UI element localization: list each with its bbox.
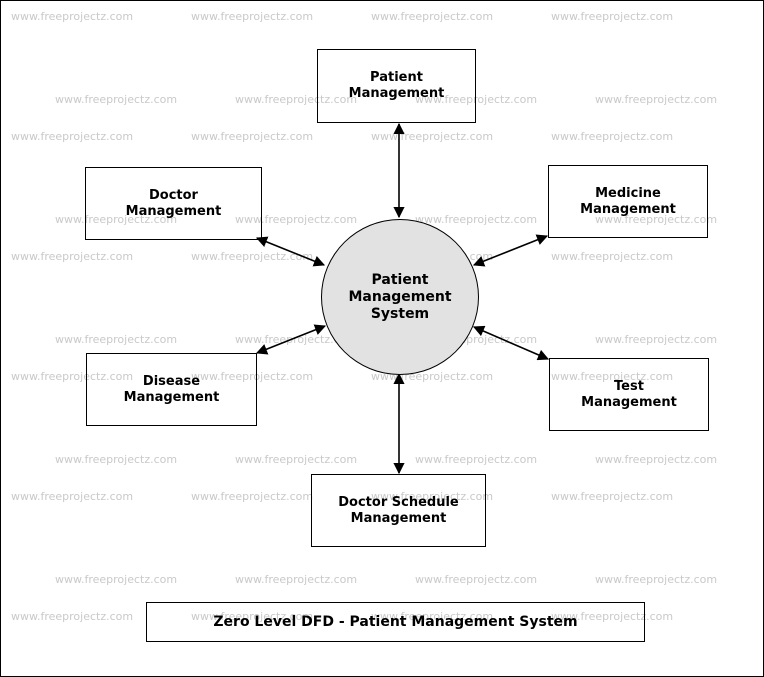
entity-doctor-management: Doctor Management [85,167,262,240]
process-label-line: System [370,305,430,322]
entity-medicine-management: Medicine Management [548,165,708,238]
entity-label-line: Test [614,378,644,394]
flow-test [472,325,550,361]
entity-patient-management: Patient Management [317,49,476,123]
entity-label-line: Doctor Schedule [338,494,459,510]
caption-text: Zero Level DFD - Patient Management Syst… [213,614,578,630]
entity-label-line: Medicine [595,185,661,201]
flow-medicine [472,234,549,267]
entity-label-line: Disease [142,373,201,389]
entity-label-line: Management [350,510,447,526]
flow-doctor [255,236,326,267]
process-patient-management-system: Patient Management System [321,219,479,375]
entity-label-line: Management [580,201,676,217]
entity-label-line: Management [348,86,445,101]
flow-disease [255,324,327,355]
entity-label-line: Management [581,394,677,410]
process-label-line: Patient [371,271,429,288]
entity-doctor-schedule-management: Doctor Schedule Management [311,474,486,547]
process-label-line: Management [348,288,452,305]
entity-label-line: Doctor [148,187,198,203]
entity-label-line: Management [125,203,222,219]
entity-label-line: Patient [370,70,423,85]
entity-disease-management: Disease Management [86,353,257,426]
diagram-caption: Zero Level DFD - Patient Management Syst… [146,602,645,642]
entity-label-line: Management [123,389,220,405]
entity-test-management: Test Management [549,358,709,431]
